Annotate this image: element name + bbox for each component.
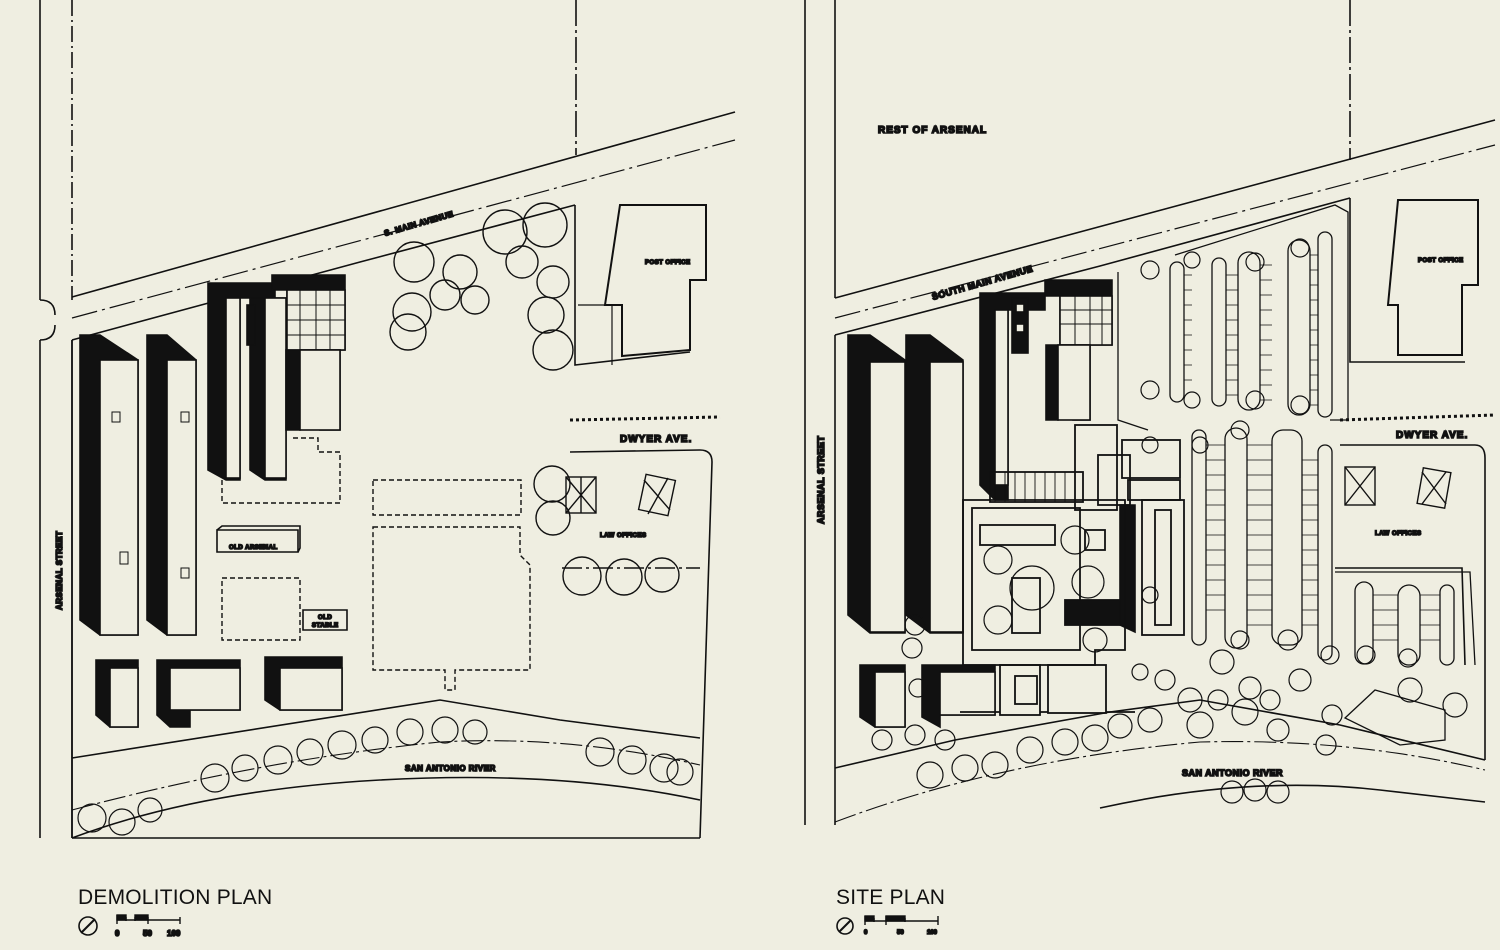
dwyer-south-edge	[569, 449, 713, 839]
river-north-bank	[834, 699, 1486, 769]
river-label: SAN ANTONIO RIVER	[405, 764, 496, 773]
building-grid-windows	[111, 289, 345, 579]
scale-label-max: 100	[167, 929, 181, 938]
main-avenue-centerline	[71, 139, 736, 319]
demolition-outlines	[221, 437, 531, 691]
demolition-plan-title: DEMOLITION PLAN	[78, 886, 272, 909]
main-avenue-label: S. MAIN AVENUE	[383, 209, 455, 238]
law-offices-label: LAW OFFICES	[600, 533, 647, 539]
dwyer-north-edge	[569, 415, 721, 422]
building-grid-windows	[1060, 295, 1112, 345]
tree-canopy-group	[389, 202, 680, 596]
river-south-bank	[71, 776, 701, 839]
existing-warehouse-buildings	[79, 274, 346, 728]
river-north-bank	[71, 699, 701, 759]
dwyer-label: DWYER AVE.	[620, 434, 692, 445]
dwyer-south-edge	[1340, 444, 1486, 760]
old-stable-label-line1: OLD	[318, 615, 332, 621]
river-centerline	[71, 740, 701, 811]
main-avenue-north-edge	[71, 111, 736, 298]
arsenal-street-label: ARSENAL STREET	[816, 436, 826, 524]
old-stable-label-line2: STABLE	[312, 623, 339, 629]
post-office-lot	[574, 205, 691, 366]
main-avenue-south-edge	[834, 197, 1351, 336]
river	[834, 699, 1486, 823]
site-plan: REST OF ARSENAL SOUTH MAIN AVENUE POST O…	[804, 0, 1496, 937]
river-trees	[916, 707, 1290, 804]
law-office-building	[1344, 466, 1452, 509]
scale-label-mid: 50	[897, 930, 904, 936]
river	[71, 699, 701, 839]
post-office-building	[1386, 199, 1479, 356]
demolition-plan: POST OFFICE DWYER AVE. LAW OFFICES	[39, 0, 736, 939]
scale-bar	[864, 915, 939, 925]
scale-bar	[116, 914, 181, 924]
river-label: SAN ANTONIO RIVER	[1182, 768, 1283, 778]
site-boundary	[71, 340, 700, 839]
north-arrow-icon	[836, 917, 854, 935]
scale-label-mid: 50	[143, 929, 152, 938]
dwyer-north-edge	[1339, 413, 1496, 422]
scale-label-zero: 0	[864, 930, 868, 936]
main-avenue-centerline	[834, 144, 1496, 319]
courtyard-complex	[960, 424, 1185, 716]
curb-corner	[39, 299, 56, 341]
old-arsenal-label: OLD ARSENAL	[229, 545, 278, 551]
law-offices-label: LAW OFFICES	[1375, 531, 1422, 537]
post-office-label: POST OFFICE	[645, 260, 691, 266]
dwyer-label: DWYER AVE.	[1396, 430, 1468, 441]
law-office-building	[565, 473, 677, 517]
scale-label-max: 100	[927, 930, 938, 936]
river-south-bank	[1099, 784, 1486, 809]
scale-label-zero: 0	[115, 929, 120, 938]
river-trees	[77, 716, 694, 836]
existing-buildings	[847, 279, 1136, 729]
post-office-lot	[1349, 198, 1465, 363]
post-office-label: POST OFFICE	[1418, 258, 1464, 264]
site-trees	[871, 238, 1468, 756]
rest-of-arsenal-label: REST OF ARSENAL	[878, 125, 987, 136]
arsenal-street-label: ARSENAL STREET	[55, 531, 64, 610]
law-office-lot-line	[1335, 567, 1466, 666]
old-stable-building	[302, 609, 348, 631]
main-avenue-south-edge	[71, 204, 576, 341]
river-centerline	[834, 741, 1486, 823]
post-office-dock	[578, 304, 613, 365]
site-plan-title: SITE PLAN	[836, 886, 945, 909]
main-avenue-north-edge	[834, 119, 1496, 299]
north-arrow-icon	[78, 916, 98, 936]
old-arsenal-building	[216, 525, 301, 553]
parking-lots	[1117, 204, 1476, 746]
post-office-building	[603, 204, 707, 358]
